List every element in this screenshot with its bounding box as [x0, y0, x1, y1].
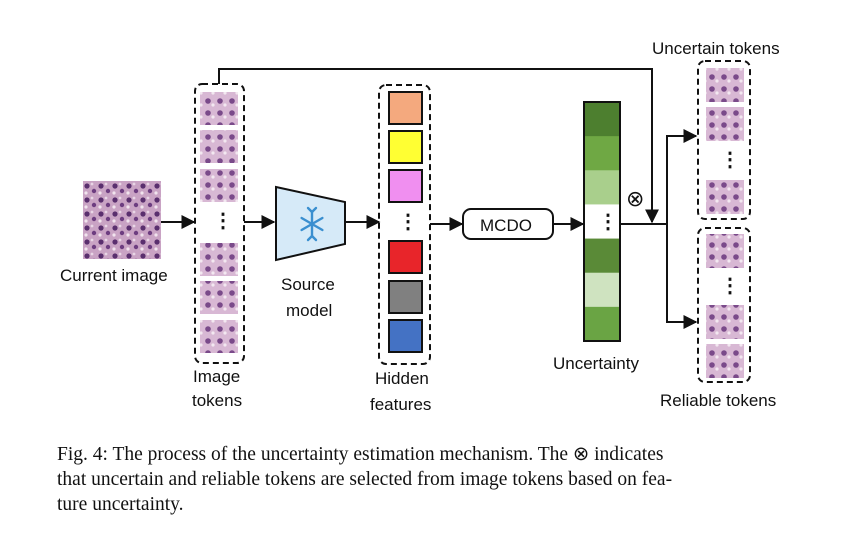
- vdots: ⋮: [720, 275, 740, 297]
- hidden-feature-box: [388, 280, 423, 314]
- image-tokens-label-1: Image: [193, 367, 240, 386]
- snowflake-icon: [300, 206, 324, 242]
- uncertain-tokens-group: [697, 60, 751, 220]
- source-model-label-2: model: [286, 301, 332, 320]
- uncertainty-segment: [584, 204, 620, 240]
- uncertainty-segment: [584, 102, 620, 137]
- vdots: ⋮: [213, 210, 233, 232]
- current-image: [83, 181, 161, 259]
- hidden-feature-box: [388, 130, 423, 164]
- caption-line-1: Fig. 4: The process of the uncertainty e…: [57, 444, 664, 465]
- figure-caption: Fig. 4: The process of the uncertainty e…: [57, 442, 807, 517]
- image-token: [200, 320, 238, 353]
- hidden-feature-box: [388, 240, 423, 274]
- image-token: [200, 92, 238, 125]
- mcdo-label: MCDO: [480, 216, 532, 235]
- uncertain-token: [706, 68, 744, 102]
- image-token: [200, 243, 238, 276]
- reliable-tokens-label: Reliable tokens: [660, 391, 776, 410]
- hidden-feature-box: [388, 169, 423, 203]
- uncertainty-segment: [584, 272, 620, 308]
- uncertain-tokens-label: Uncertain tokens: [652, 39, 780, 58]
- caption-line-3: ture uncertainty.: [57, 494, 184, 515]
- image-token: [200, 130, 238, 163]
- uncertainty-segment: [584, 306, 620, 342]
- uncertainty-bar: [583, 101, 621, 342]
- source-model-label-1: Source: [281, 275, 335, 294]
- image-tokens-group: [194, 83, 245, 364]
- uncertainty-label: Uncertainty: [553, 354, 639, 373]
- vdots: ⋮: [598, 211, 618, 233]
- hidden-features-label-1: Hidden: [375, 369, 429, 388]
- uncertainty-segment: [584, 170, 620, 205]
- reliable-token: [706, 234, 744, 268]
- current-image-label: Current image: [60, 266, 168, 285]
- uncertain-token: [706, 107, 744, 141]
- uncertainty-segment: [584, 238, 620, 274]
- hidden-features-label-2: features: [370, 395, 431, 414]
- hidden-feature-box: [388, 91, 423, 125]
- image-token: [200, 169, 238, 202]
- uncertainty-segment: [584, 136, 620, 171]
- image-token: [200, 281, 238, 314]
- vdots: ⋮: [398, 211, 418, 233]
- vdots: ⋮: [720, 149, 740, 171]
- hidden-feature-box: [388, 319, 423, 353]
- otimes-icon: ⊗: [626, 187, 644, 212]
- reliable-token: [706, 305, 744, 339]
- image-tokens-label-2: tokens: [192, 391, 242, 410]
- uncertain-token: [706, 180, 744, 214]
- reliable-token: [706, 344, 744, 378]
- caption-line-2: that uncertain and reliable tokens are s…: [57, 469, 673, 490]
